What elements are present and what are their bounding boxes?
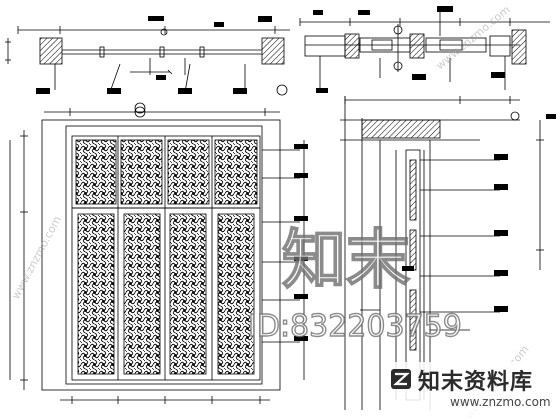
plan-section-right xyxy=(299,12,550,90)
carved-door-panels xyxy=(77,213,255,375)
znzmo-logo-icon xyxy=(391,369,411,389)
plan-tags-left xyxy=(36,16,272,94)
elevation-tags xyxy=(294,144,308,341)
brand-title: 知末资料库 xyxy=(418,370,534,395)
section-tags xyxy=(402,114,556,312)
watermark-big-text: 知末 xyxy=(282,224,410,298)
brand-url: www.znzmo.com xyxy=(450,395,551,409)
plan-tags-right xyxy=(313,6,505,93)
plan-section-left xyxy=(5,26,290,118)
brand-panel: 知末资料库 www.znzmo.com xyxy=(386,362,560,420)
watermark-id: ID:832203759 xyxy=(248,309,462,344)
watermark-diagonal-left: www.znzmo.com xyxy=(9,214,64,302)
carved-transom-panels xyxy=(75,139,258,205)
